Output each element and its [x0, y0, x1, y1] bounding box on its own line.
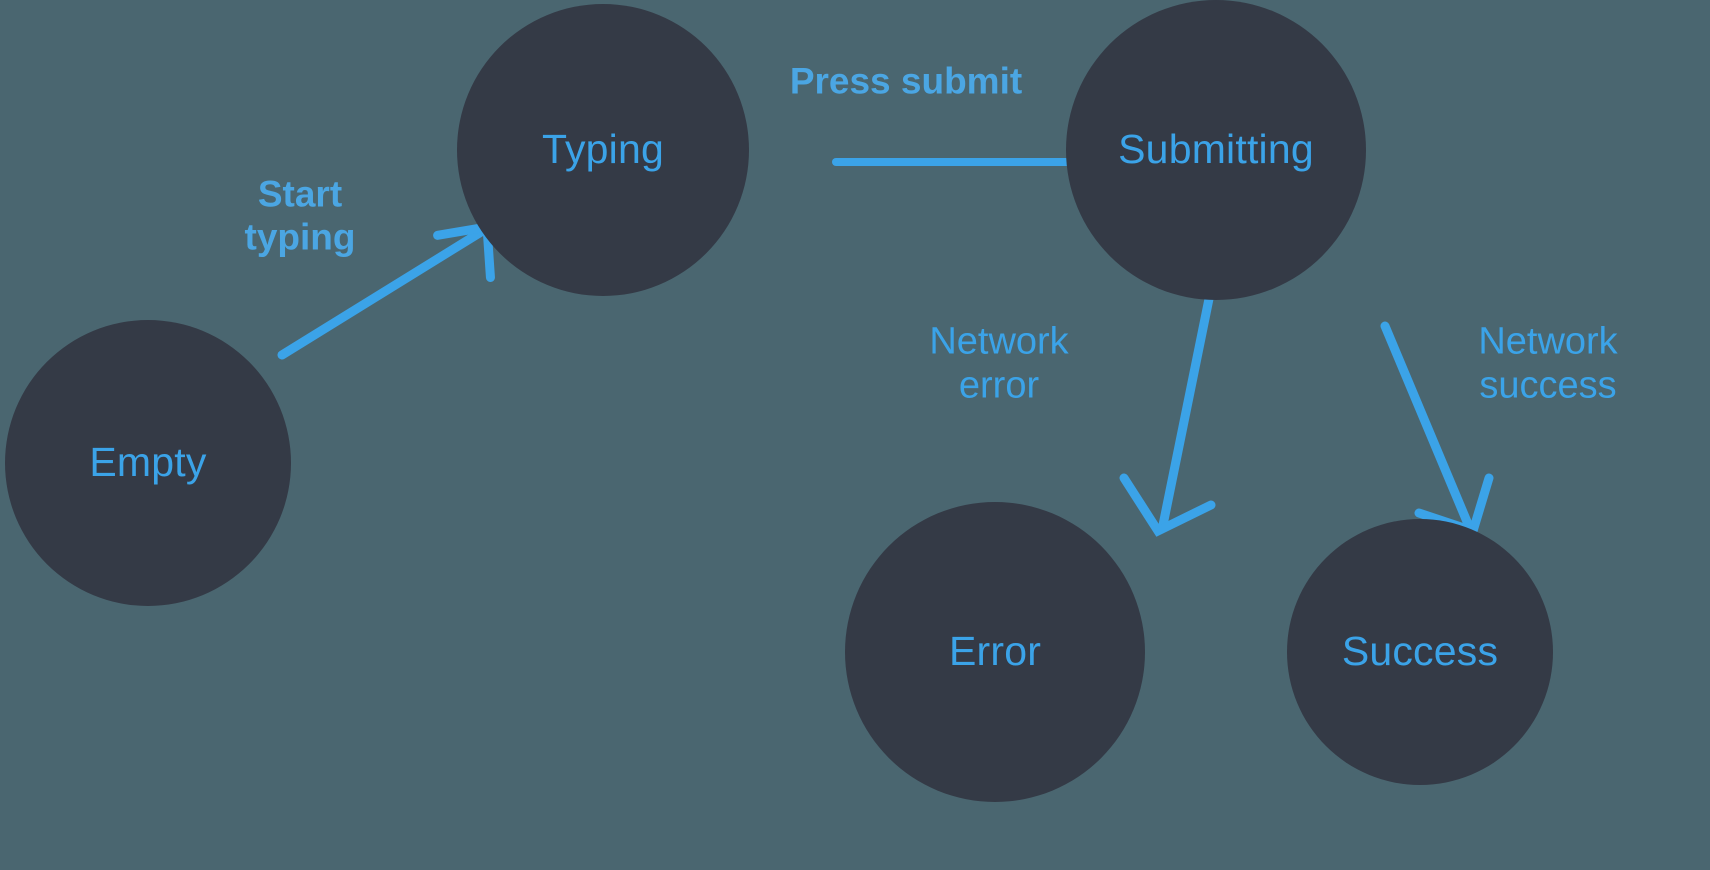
edge-network-error	[1119, 284, 1216, 537]
state-node-submitting-label: Submitting	[1118, 126, 1314, 173]
state-node-empty-label: Empty	[89, 439, 207, 486]
edge-label-network-success-line2: success	[1479, 365, 1617, 407]
edge-label-network-error-line1: Network	[929, 320, 1069, 363]
state-node-typing[interactable]: Typing	[457, 4, 749, 296]
state-node-typing-label: Typing	[542, 126, 664, 173]
state-node-success[interactable]: Success	[1287, 519, 1553, 785]
edge-start-typing-line	[277, 227, 486, 360]
edge-label-start-typing: Start typing	[245, 173, 356, 260]
edge-network-success-line	[1380, 321, 1473, 529]
edge-network-success	[1380, 321, 1494, 537]
edge-network-error-arrowhead	[1119, 473, 1216, 537]
edge-label-network-error-line2: error	[958, 365, 1040, 407]
state-node-empty[interactable]: Empty	[5, 320, 291, 606]
edge-label-start-typing-line1: Start	[257, 173, 343, 215]
edge-label-press-submit-line1: Press submit	[789, 60, 1023, 102]
edge-network-error-line	[1158, 284, 1216, 530]
edge-label-network-error: Network error	[929, 320, 1068, 409]
state-node-error[interactable]: Error	[845, 502, 1145, 802]
state-node-success-label: Success	[1341, 628, 1499, 675]
edge-label-network-success-line1: Network	[1478, 320, 1618, 363]
state-node-error-label: Error	[948, 628, 1042, 675]
edge-label-network-success: Network success	[1478, 320, 1617, 409]
state-node-submitting[interactable]: Submitting	[1066, 0, 1366, 300]
edge-label-start-typing-line2: typing	[244, 217, 356, 258]
edge-label-press-submit: Press submit	[790, 59, 1022, 102]
